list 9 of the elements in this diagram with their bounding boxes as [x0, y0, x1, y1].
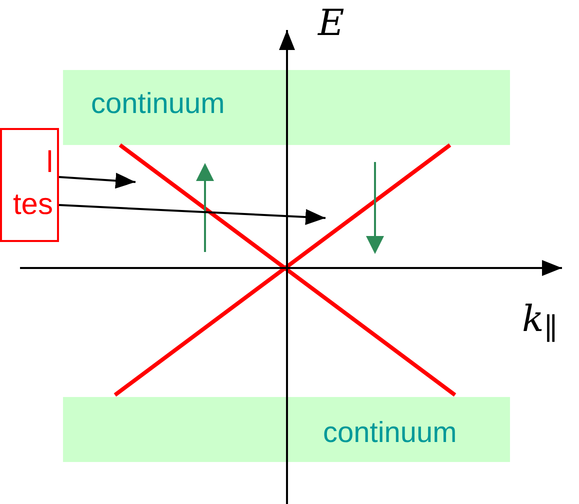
leader-arrow: [58, 204, 326, 226]
band-region: [63, 397, 510, 462]
band-region: [63, 70, 510, 145]
callout-box: l tes: [0, 128, 59, 242]
band-label: continuum: [91, 88, 225, 121]
leader-arrow: [58, 172, 136, 189]
band-label: continuum: [323, 417, 457, 450]
axis-label: k$_{∥}$: [522, 302, 558, 346]
axis-label: E: [318, 6, 344, 42]
